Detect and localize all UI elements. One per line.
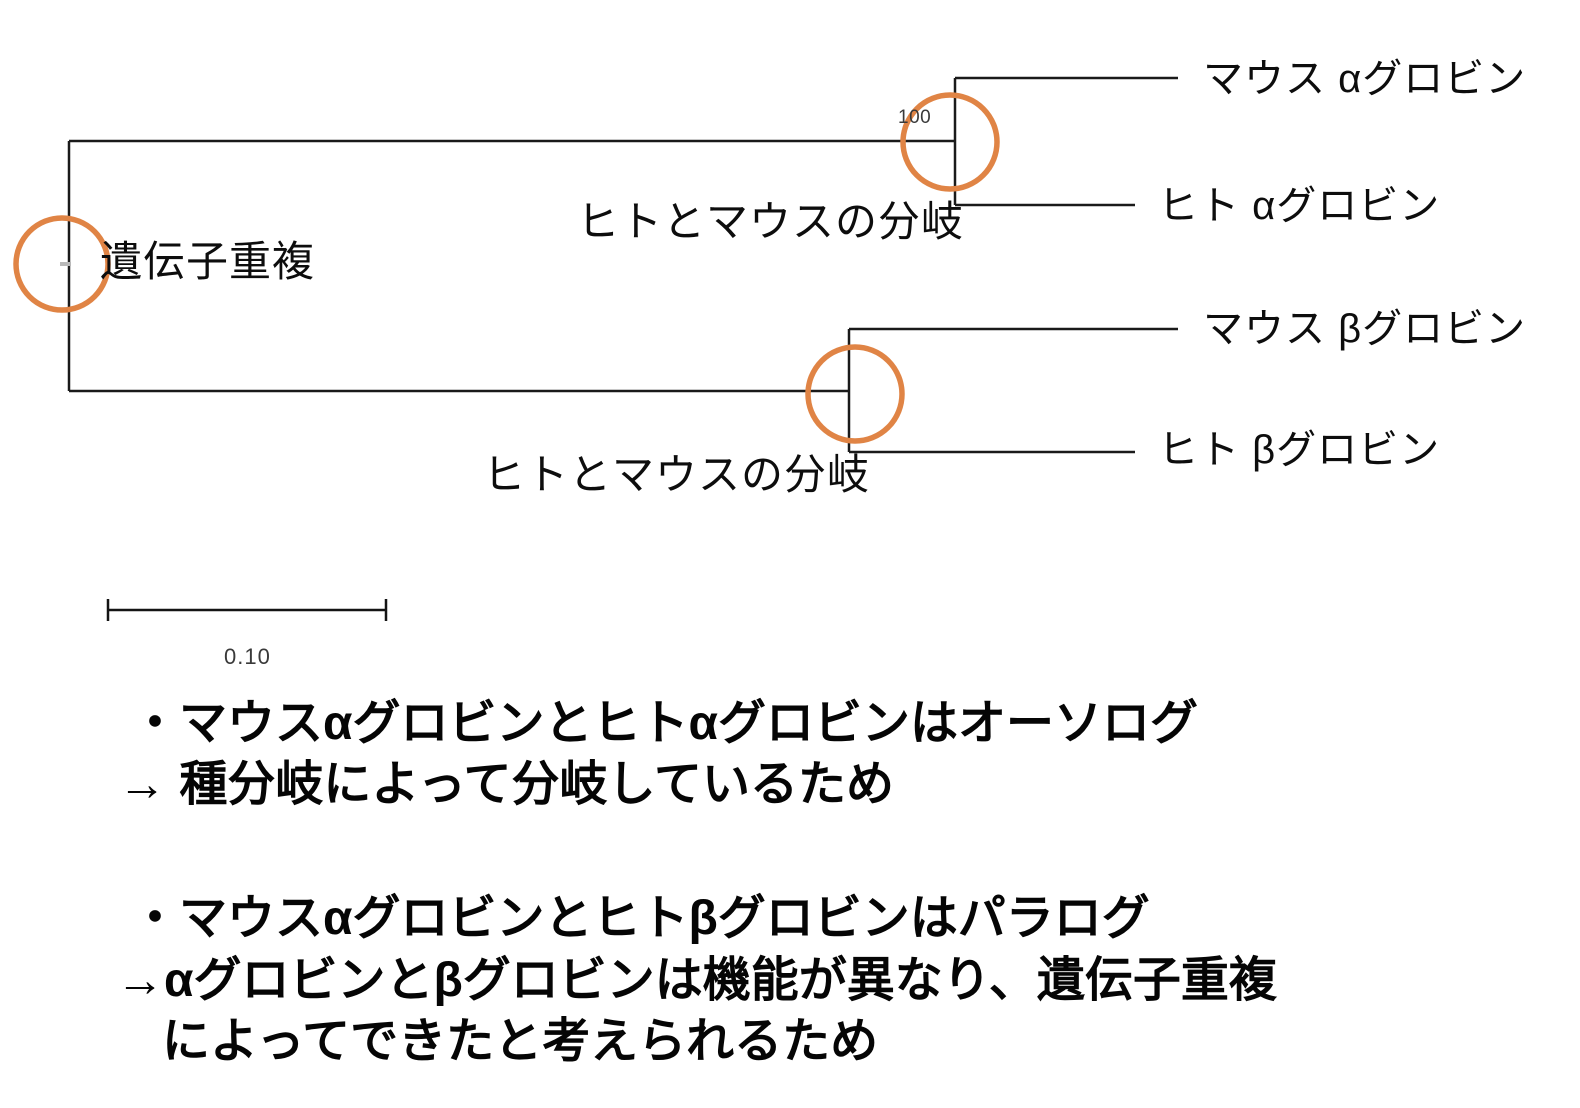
note-paralog-line3: によってできたと考えられるため bbox=[162, 1015, 879, 1068]
bootstrap-value: 100 bbox=[898, 107, 932, 128]
highlight-circle-alpha-node bbox=[900, 92, 1000, 192]
taxon-label-mouse-beta-globin: マウス βグロビン bbox=[1203, 307, 1527, 351]
note-ortholog-line1: ・マウスαグロビンとヒトαグロビンはオーソログ bbox=[131, 697, 1199, 750]
divergence-label-top: ヒトとマウスの分岐 bbox=[577, 198, 965, 245]
root-node-tick bbox=[60, 262, 71, 266]
taxon-label-human-alpha-globin: ヒト αグロビン bbox=[1158, 184, 1441, 228]
note-paralog-line1: ・マウスαグロビンとヒトβグロビンはパラログ bbox=[131, 892, 1150, 945]
note-ortholog-line2: → 種分岐によって分岐しているため bbox=[118, 758, 895, 811]
scale-bar-value: 0.10 bbox=[224, 644, 271, 669]
highlight-circle-beta-node bbox=[805, 344, 905, 444]
taxon-label-mouse-alpha-globin: マウス αグロビン bbox=[1203, 57, 1527, 101]
note-paralog-line2: →αグロビンとβグロビンは機能が異なり、遺伝子重複 bbox=[116, 954, 1277, 1007]
divergence-label-bottom: ヒトとマウスの分岐 bbox=[483, 451, 871, 498]
gene-duplication-label: 遺伝子重複 bbox=[100, 238, 316, 285]
taxon-label-human-beta-globin: ヒト βグロビン bbox=[1158, 428, 1441, 472]
highlight-circle-root bbox=[13, 215, 111, 313]
